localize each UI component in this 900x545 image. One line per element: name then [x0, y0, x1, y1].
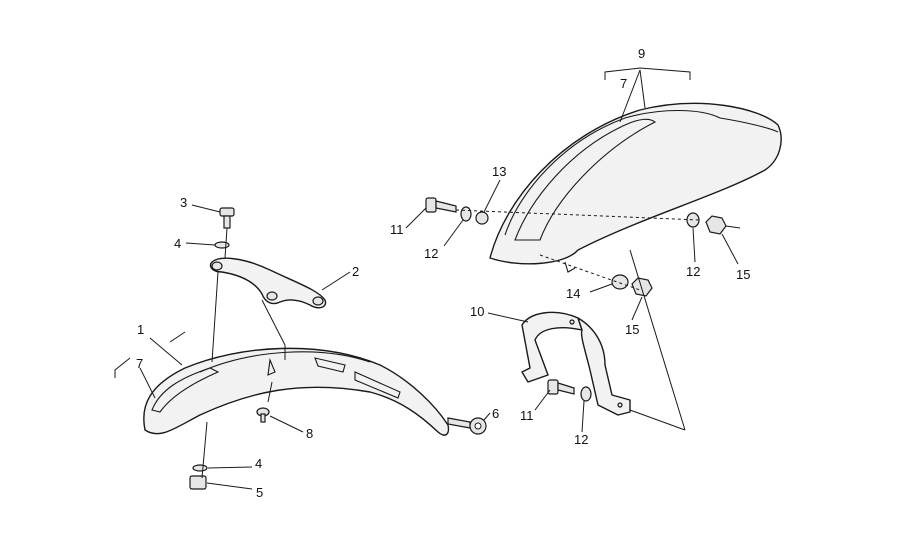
front-fender	[143, 347, 450, 436]
callout-labels: 1 2 3 4 4 5 6 7 7 8 9 10 11 11 12 12 12 …	[136, 46, 750, 500]
bolt-11-lower	[547, 379, 575, 395]
leader-lines	[114, 67, 741, 490]
callout-3: 3	[180, 195, 187, 210]
nut-15-lower	[631, 277, 653, 297]
lock-washer-13	[475, 211, 489, 225]
nut-15-right	[705, 215, 727, 235]
callout-9: 9	[638, 46, 645, 61]
washer-4-upper	[214, 241, 230, 249]
rear-fender-bracket	[521, 311, 631, 416]
callout-14: 14	[566, 286, 580, 301]
callout-12-lower: 12	[574, 432, 588, 447]
rear-fender	[489, 102, 782, 273]
callout-15-right: 15	[736, 267, 750, 282]
washer-12-upper	[460, 206, 472, 222]
callout-12-right: 12	[686, 264, 700, 279]
callout-11-upper: 11	[390, 222, 404, 237]
callout-11-lower: 11	[520, 408, 534, 423]
front-fender-bracket	[209, 257, 327, 309]
bolt-3	[219, 207, 235, 229]
callout-7-front: 7	[136, 356, 143, 371]
washer-12-lower	[580, 386, 592, 402]
bolt-11-upper	[425, 197, 457, 213]
callout-12-upper: 12	[424, 246, 438, 261]
washer-14	[611, 274, 629, 290]
callout-13: 13	[492, 164, 506, 179]
callout-1: 1	[137, 322, 144, 337]
callout-8: 8	[306, 426, 313, 441]
callout-4-upper: 4	[174, 236, 181, 251]
callout-4-lower: 4	[255, 456, 262, 471]
washer-4-lower	[192, 464, 208, 472]
callout-2: 2	[352, 264, 359, 279]
eye-bolt-6	[447, 417, 487, 435]
callout-15-lower: 15	[625, 322, 639, 337]
washer-12-right	[686, 212, 700, 228]
callout-10: 10	[470, 304, 484, 319]
callout-5: 5	[256, 485, 263, 500]
callout-7-rear: 7	[620, 76, 627, 91]
nut-5	[189, 475, 207, 490]
screw-8	[256, 407, 270, 423]
callout-6: 6	[492, 406, 499, 421]
